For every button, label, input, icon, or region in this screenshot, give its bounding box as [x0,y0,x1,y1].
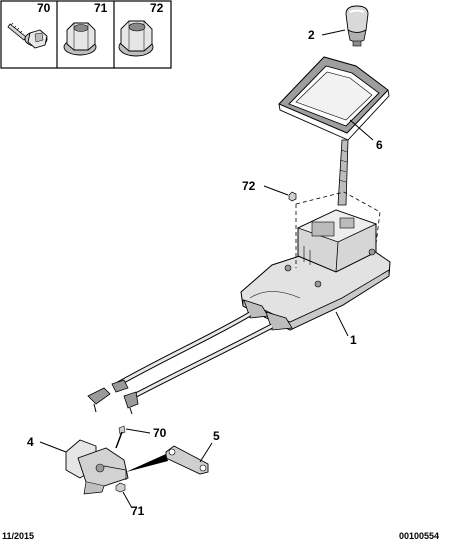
callout-lever-bracket: 4 [27,435,34,449]
legend-label-71: 71 [94,1,108,15]
callout-gear-knob: 2 [308,28,315,42]
bolt-70-part [115,425,126,449]
nut-72-part [288,191,297,202]
flange-bolt-icon [7,22,48,49]
callout-shifter-housing: 1 [350,333,357,347]
gear-lever-rod [337,139,349,206]
callout-nut-top: 72 [242,179,256,193]
shift-cables [87,311,274,415]
callout-boot-gaiter: 6 [376,138,383,152]
callout-link-rod: 5 [213,429,220,443]
nut-71-part [115,482,126,493]
link-rod [126,445,209,475]
legend-label-72: 72 [150,1,164,15]
shifter-housing [240,191,391,331]
lever-bracket [65,439,129,495]
boot-gaiter [278,56,390,141]
flange-nut-icon [118,20,154,57]
legend-label-70: 70 [37,1,51,15]
callout-bolt-lower: 70 [153,426,167,440]
callout-nut-lower: 71 [131,504,145,518]
footer-date: 11/2015 [2,531,35,541]
footer-ref: 00100554 [399,531,440,541]
legend-box [0,0,172,69]
flange-nut-icon [63,22,97,56]
gear-knob [345,5,369,47]
